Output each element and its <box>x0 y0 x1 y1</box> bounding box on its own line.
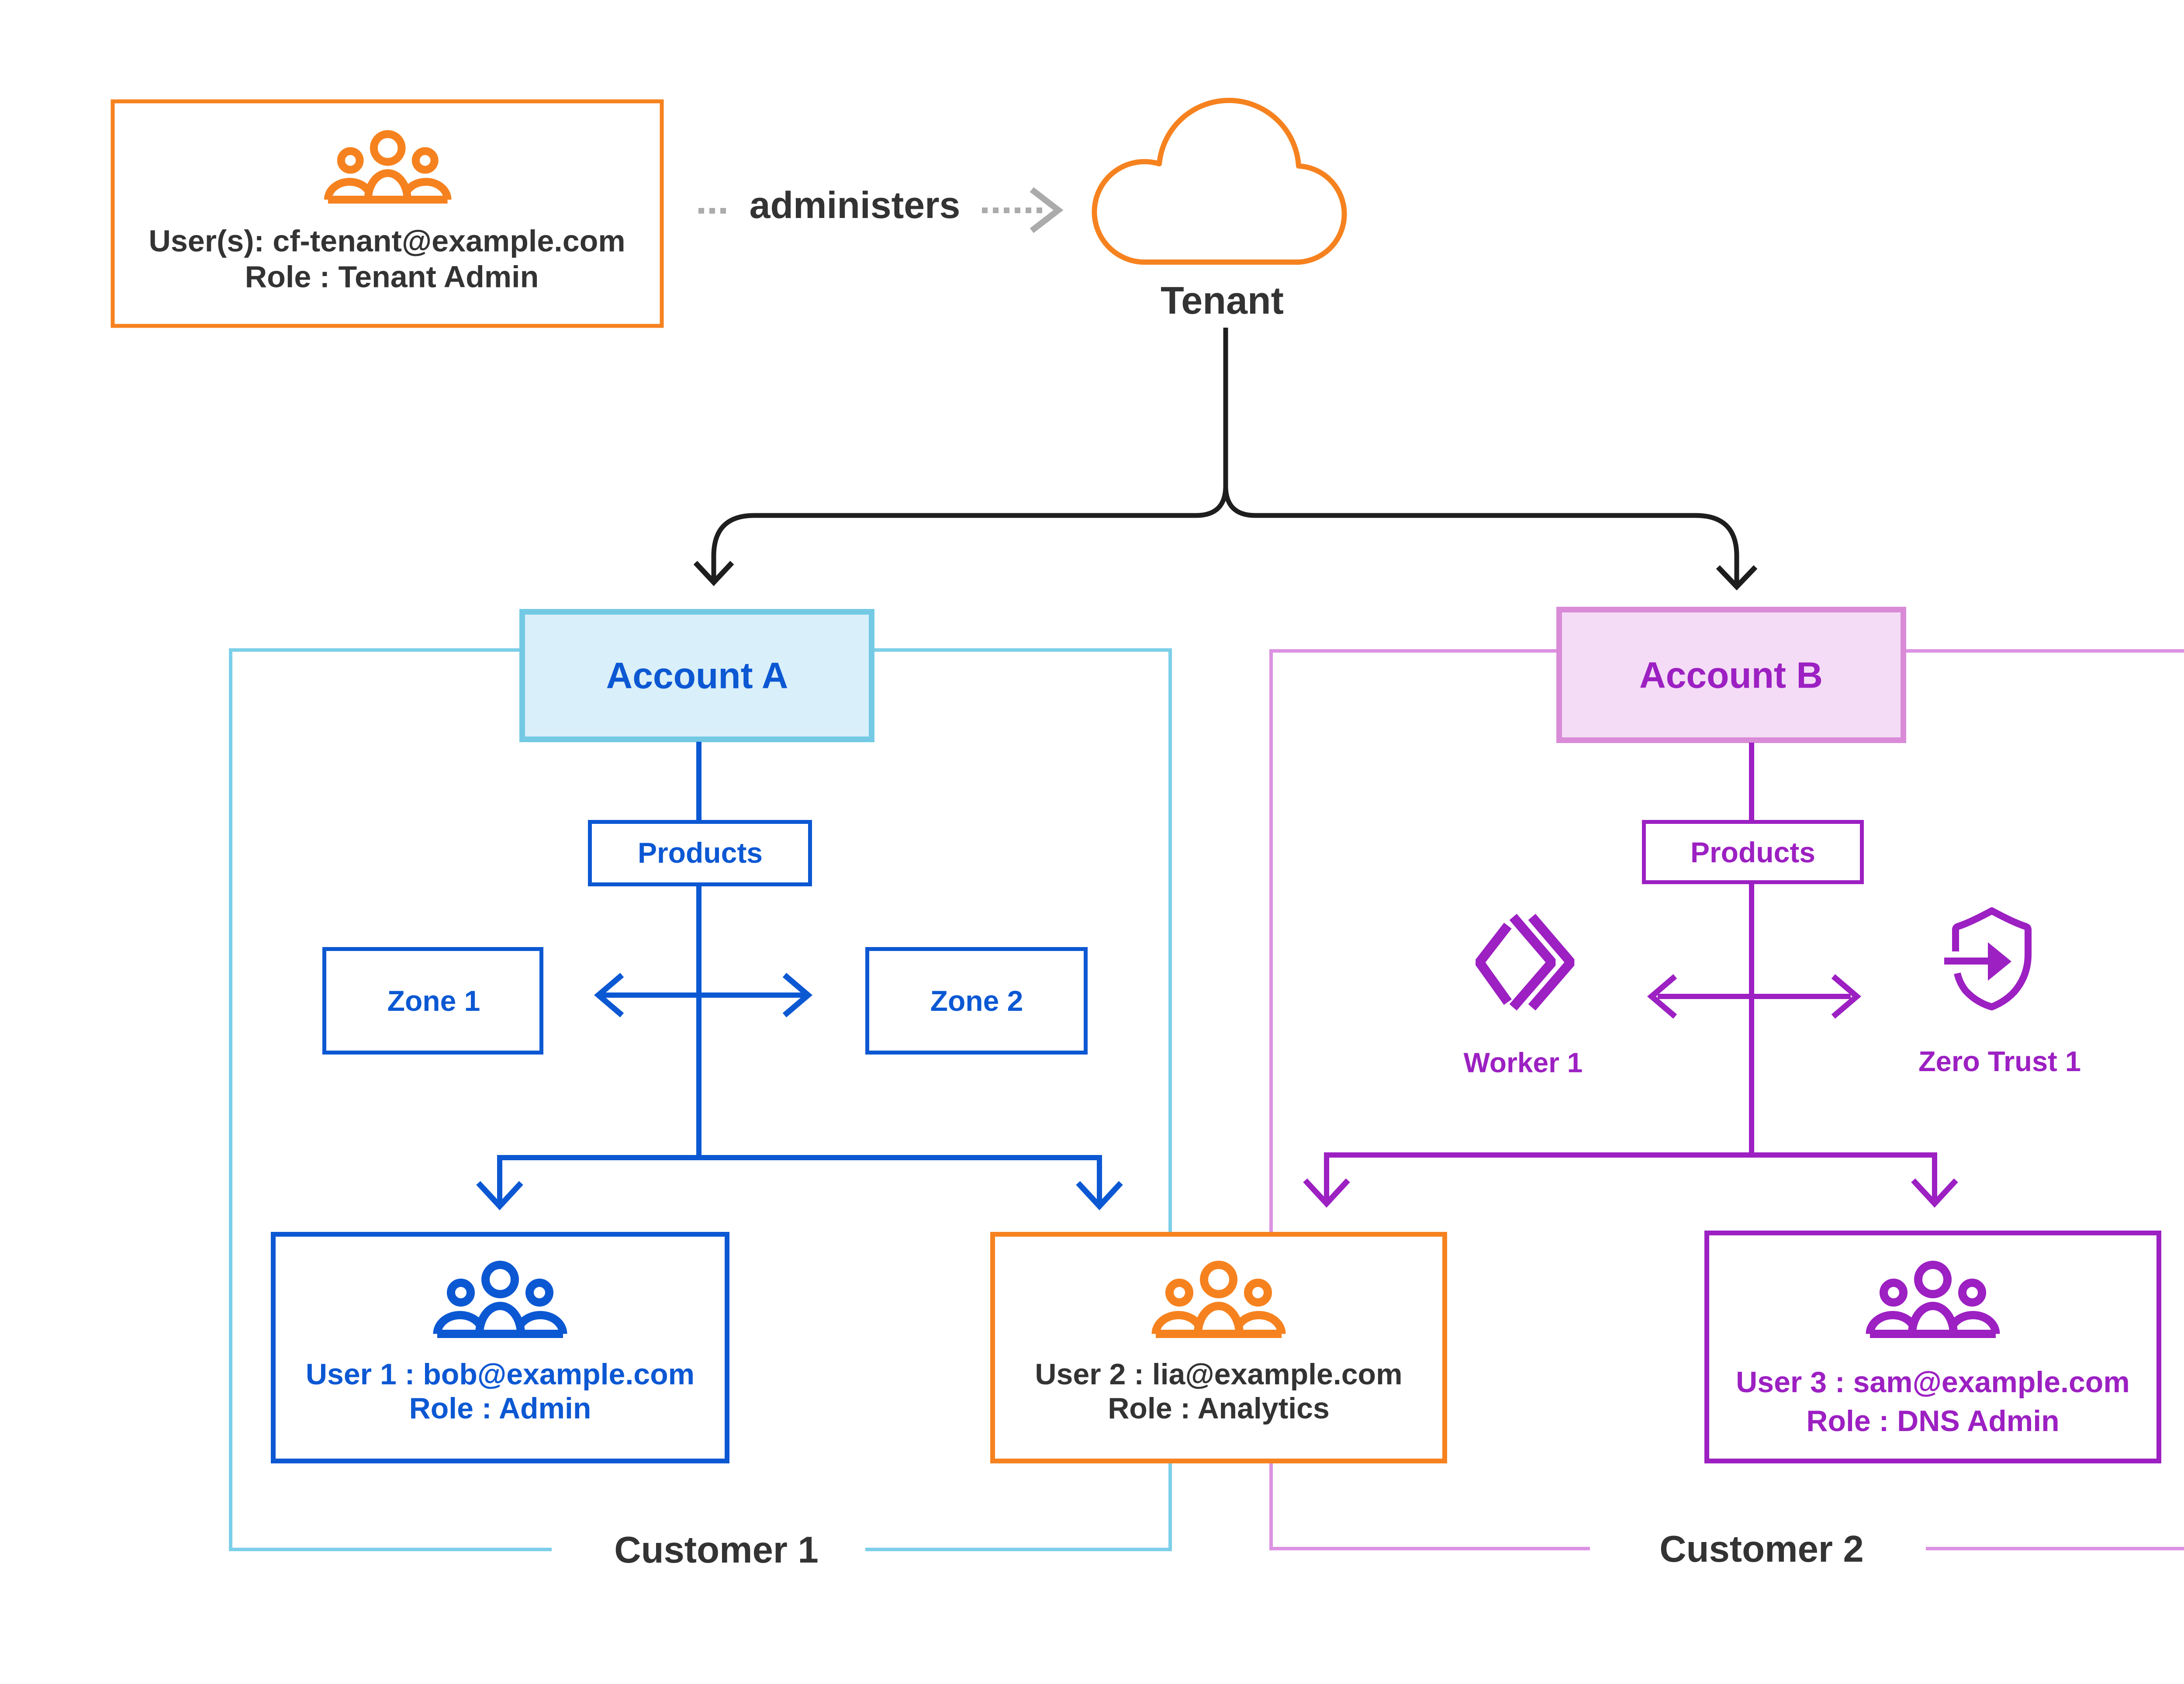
svg-text:Account B: Account B <box>1639 654 1823 695</box>
svg-text:User 2 : lia@example.com: User 2 : lia@example.com <box>1035 1358 1402 1391</box>
svg-text:Products: Products <box>1690 836 1815 868</box>
svg-text:User(s): cf-tenant@example.com: User(s): cf-tenant@example.com <box>149 224 625 258</box>
svg-text:Products: Products <box>638 837 763 869</box>
svg-text:Zero Trust 1: Zero Trust 1 <box>1918 1045 2081 1077</box>
svg-text:Role : DNS Admin: Role : DNS Admin <box>1806 1404 2059 1438</box>
svg-text:administers: administers <box>750 184 961 226</box>
svg-text:User 1 : bob@example.com: User 1 : bob@example.com <box>306 1358 695 1391</box>
svg-text:User 3 : sam@example.com: User 3 : sam@example.com <box>1736 1366 2130 1399</box>
svg-text:Role : Analytics: Role : Analytics <box>1108 1392 1330 1425</box>
svg-text:Customer 2: Customer 2 <box>1659 1528 1864 1570</box>
svg-text:Customer 1: Customer 1 <box>614 1529 819 1571</box>
svg-text:Zone 2: Zone 2 <box>930 985 1023 1017</box>
svg-text:Role : Tenant Admin: Role : Tenant Admin <box>245 260 539 294</box>
svg-text:Zone 1: Zone 1 <box>387 985 480 1017</box>
svg-text:Account A: Account A <box>606 655 788 696</box>
svg-text:Worker 1: Worker 1 <box>1464 1047 1583 1078</box>
svg-text:Role : Admin: Role : Admin <box>409 1392 591 1425</box>
svg-text:Tenant: Tenant <box>1161 279 1284 322</box>
